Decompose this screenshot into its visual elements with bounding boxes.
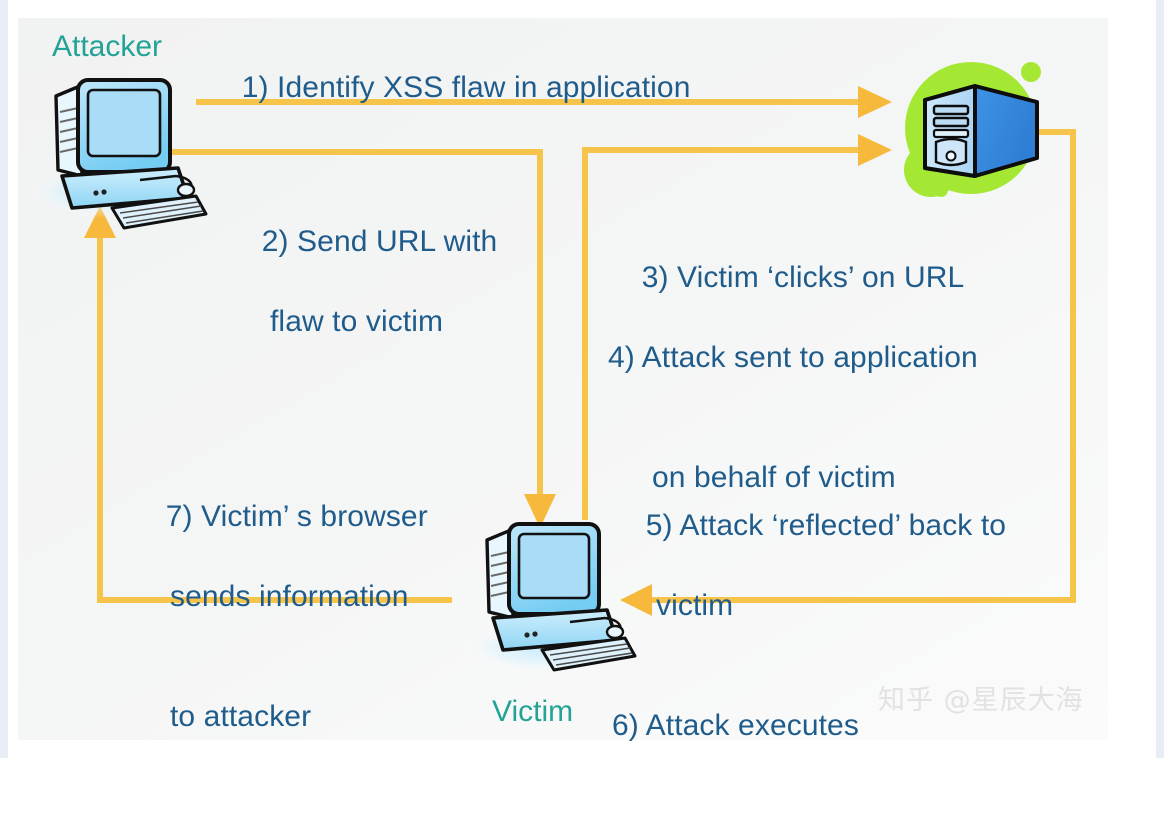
step-5-line-2: victim [656,589,734,622]
zhihu-watermark: 知乎 @星辰大海 [878,685,1084,716]
attacker-role-label: Attacker [52,30,163,63]
victim-role-label: Victim [492,695,574,728]
step-5-line-1: 5) Attack ‘reflected’ back to [645,509,1007,542]
diagram-canvas: Attacker Victim 1) Identify XSS flaw in … [0,0,1164,758]
step-2-line-2: flaw to victim [270,305,444,338]
step-5-6-text: 5) Attack ‘reflected’ back to victim 6) … [612,466,1006,826]
page-rail-left [0,0,8,758]
step-7-line-3: to attacker [170,700,312,733]
step-3-4-text: 3) Victim ‘clicks’ on URL 4) Attack sent… [608,218,978,578]
step-2-line-1: 2) Send URL with [261,225,498,258]
step-2-text: 2) Send URL with flaw to victim [228,182,498,422]
step-7-text: 7) Victim’ s browser sends information t… [132,457,428,817]
step-6-line: 6) Attack executes [612,709,859,742]
step-7-line-1: 7) Victim’ s browser [165,500,428,533]
step-4-line-2: on behalf of victim [652,461,896,494]
step-4-line-1: 4) Attack sent to application [608,341,978,374]
step-3-line: 3) Victim ‘clicks’ on URL [641,261,965,294]
page-rail-right [1156,0,1164,758]
step-7-line-2: sends information [170,580,409,613]
step-1-text: 1) Identify XSS flaw in application [208,28,691,148]
step-1-line: 1) Identify XSS flaw in application [241,71,691,104]
